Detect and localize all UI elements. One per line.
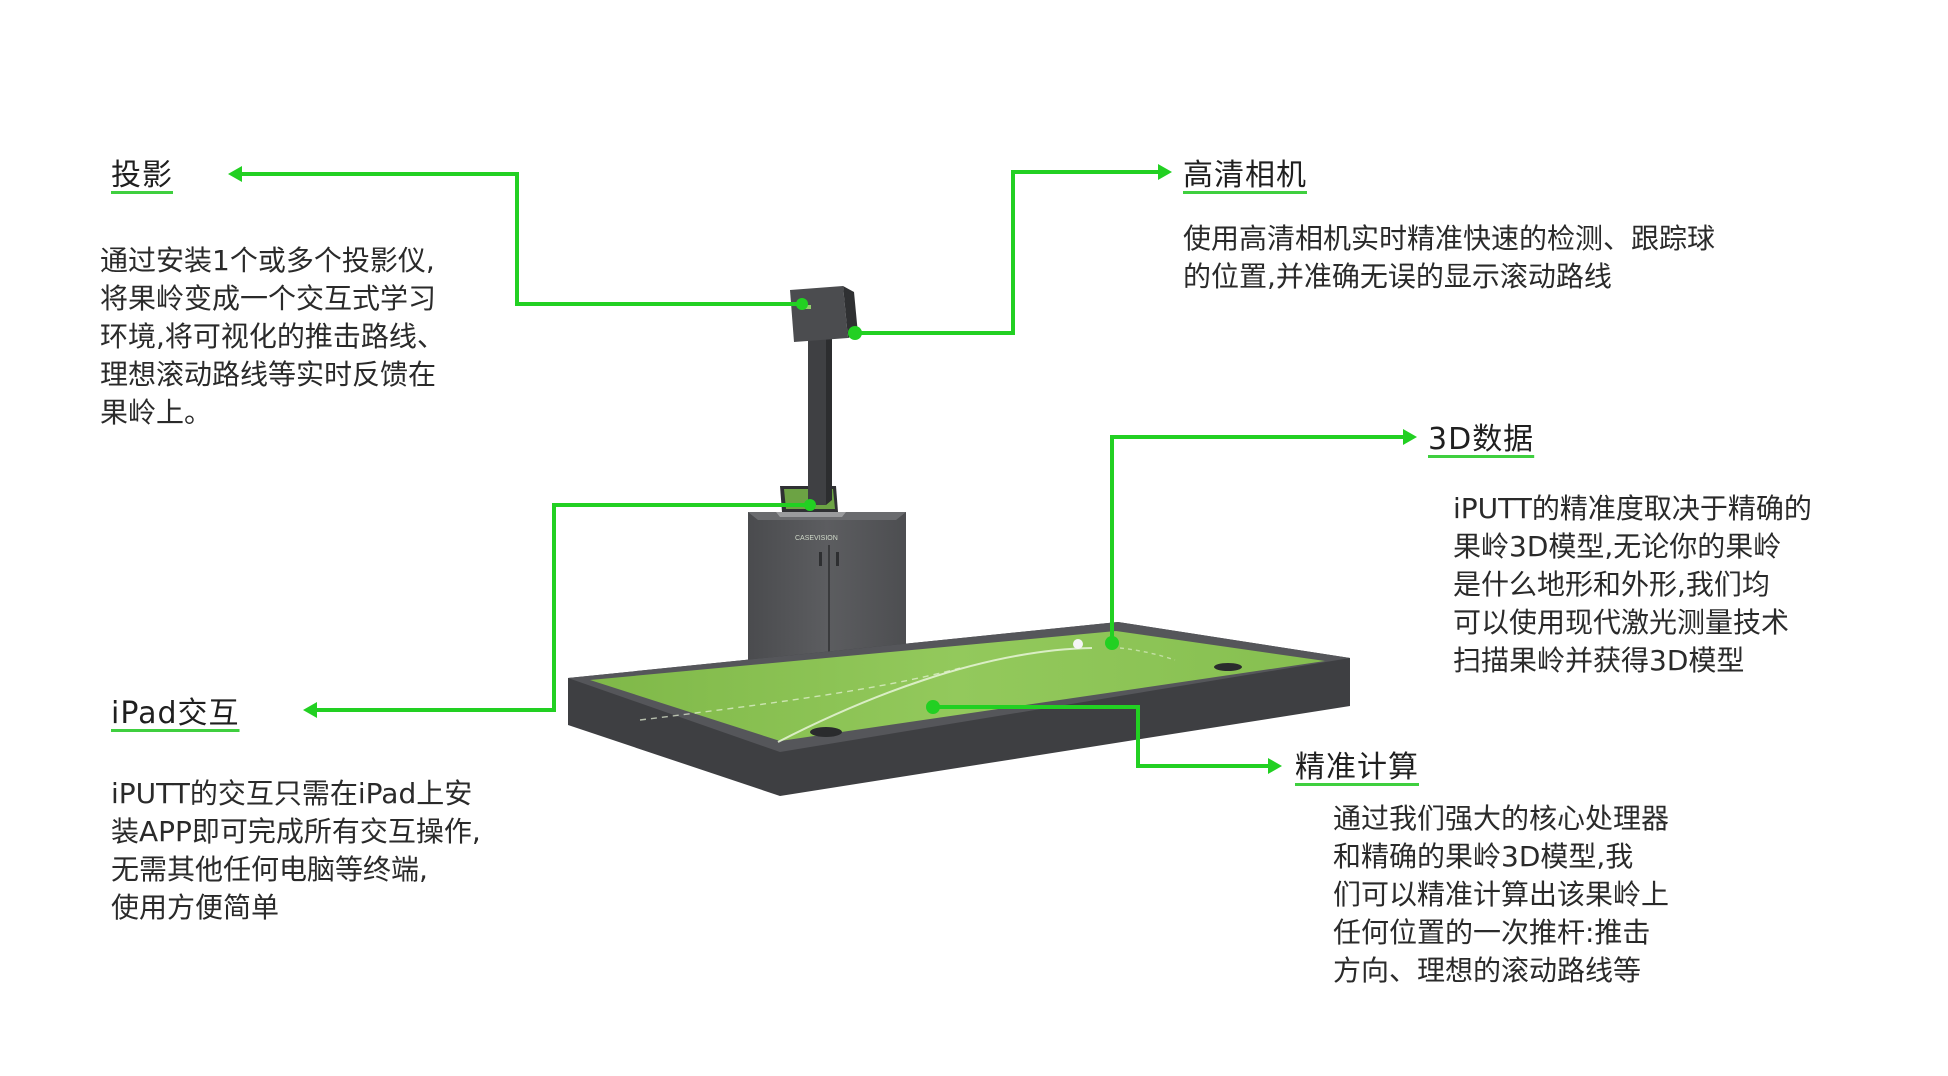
anchor-projection [796,298,808,310]
desc-ipad: iPUTT的交互只需在iPad上安 装APP即可完成所有交互操作, 无需其他任何… [111,777,481,924]
title-ipad: iPad交互 [111,696,240,731]
callout-connectors [240,170,1405,768]
arrow-camera-icon [1158,164,1172,180]
title-camera: 高清相机 [1183,158,1307,193]
connector-ipad [315,503,810,712]
arrow-ipad-icon [303,702,317,718]
arrow-projection-icon [228,166,242,182]
desc-3d-data: iPUTT的精准度取决于精确的 果岭3D模型,无论你的果岭 是什么地形和外形,我… [1453,492,1812,677]
connector-3d-data [1110,435,1405,643]
arrow-compute-icon [1268,758,1282,774]
anchor-dots [796,298,1119,714]
desc-compute: 通过我们强大的核心处理器 和精确的果岭3D模型,我 们可以精准计算出该果岭上 任… [1333,802,1670,987]
anchor-compute [926,700,940,714]
camera-projector-mast [790,286,858,505]
title-3d-data: 3D数据 [1428,422,1535,457]
title-compute: 精准计算 [1295,750,1419,785]
cabinet-logo: CASEVISION [795,535,838,542]
anchor-camera [848,326,862,340]
connector-compute [933,705,1270,768]
desc-camera: 使用高清相机实时精准快速的检测、跟踪球 的位置,并准确无误的显示滚动路线 [1183,222,1716,293]
arrowheads [228,164,1417,774]
anchor-ipad [804,499,816,511]
connector-projection [240,172,802,306]
anchor-3d-data [1105,636,1119,650]
title-projection: 投影 [111,158,173,193]
connector-camera [855,170,1160,335]
arrow-3d-data-icon [1403,429,1417,445]
desc-projection: 通过安装1个或多个投影仪, 将果岭变成一个交互式学习 环境,将可视化的推击路线、… [100,244,445,429]
